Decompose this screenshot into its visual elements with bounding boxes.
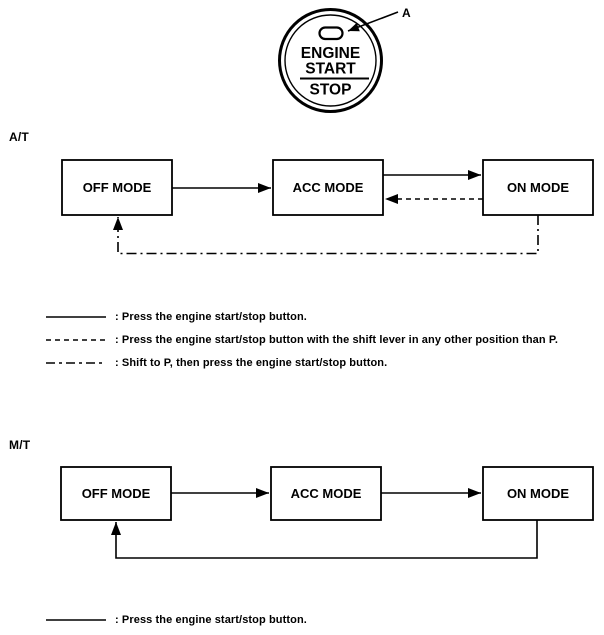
mt-on-mode-box	[482, 466, 594, 521]
button-indicator-lamp	[318, 26, 344, 41]
at-on-mode-label: ON MODE	[507, 180, 569, 195]
button-outer-ring	[278, 8, 383, 113]
dashdot-line-sample	[46, 361, 106, 364]
section-label-at: A/T	[9, 130, 29, 144]
at-off-mode-label: OFF MODE	[83, 180, 152, 195]
section-label-mt: M/T	[9, 438, 31, 452]
callout-arrow-a	[347, 11, 399, 32]
at-legend-text-solid: : Press the engine start/stop button.	[115, 310, 307, 323]
button-text-engine: ENGINE	[301, 45, 360, 62]
mt-legend: : Press the engine start/stop button.	[45, 608, 307, 631]
at-legend-row-dashed: : Press the engine start/stop button wit…	[45, 328, 558, 351]
mt-on-mode-label: ON MODE	[507, 486, 569, 501]
mt-flow-diagram: OFF MODE ACC MODE ON MODE	[60, 466, 594, 559]
mt-off-mode-label: OFF MODE	[82, 486, 151, 501]
at-acc-mode-box	[272, 159, 384, 216]
button-text-start: START	[305, 61, 356, 78]
at-legend-text-dashed: : Press the engine start/stop button wit…	[115, 333, 559, 346]
mt-legend-row-solid: : Press the engine start/stop button.	[45, 608, 307, 631]
at-flow-diagram: OFF MODE ACC MODE ON MODE	[61, 159, 594, 255]
mt-off-mode-box	[60, 466, 172, 521]
at-legend-row-solid: : Press the engine start/stop button.	[45, 305, 558, 328]
at-legend-text-dashdot: : Shift to P, then press the engine star…	[115, 356, 388, 369]
solid-line-sample	[46, 315, 106, 318]
at-legend-row-dashdot: : Shift to P, then press the engine star…	[45, 351, 558, 374]
at-acc-mode-label: ACC MODE	[293, 180, 364, 195]
at-off-mode-box	[61, 159, 173, 216]
engine-start-stop-button-illustration: A ENGINE START STOP	[278, 6, 411, 113]
callout-label-a: A	[402, 6, 411, 20]
button-text-stop: STOP	[310, 82, 352, 99]
mt-legend-text-solid: : Press the engine start/stop button.	[115, 613, 307, 626]
at-arrow-on-to-off-dashdot	[113, 215, 539, 255]
dashed-line-sample	[46, 338, 106, 341]
at-legend: : Press the engine start/stop button. : …	[45, 305, 558, 374]
solid-line-sample	[46, 618, 106, 621]
mt-acc-mode-label: ACC MODE	[291, 486, 362, 501]
mt-arrow-on-to-off	[111, 520, 538, 559]
button-inner-ring	[284, 14, 377, 107]
